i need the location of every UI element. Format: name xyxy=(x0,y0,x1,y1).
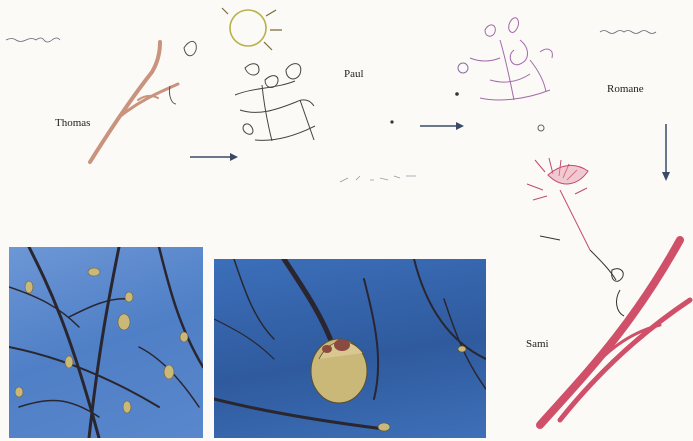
bud-and-branches xyxy=(214,259,486,438)
photo-opening-bud xyxy=(214,259,486,438)
label-sami: Sami xyxy=(526,338,549,350)
branch-silhouettes xyxy=(9,247,203,438)
photo-branches-buds xyxy=(9,247,203,438)
